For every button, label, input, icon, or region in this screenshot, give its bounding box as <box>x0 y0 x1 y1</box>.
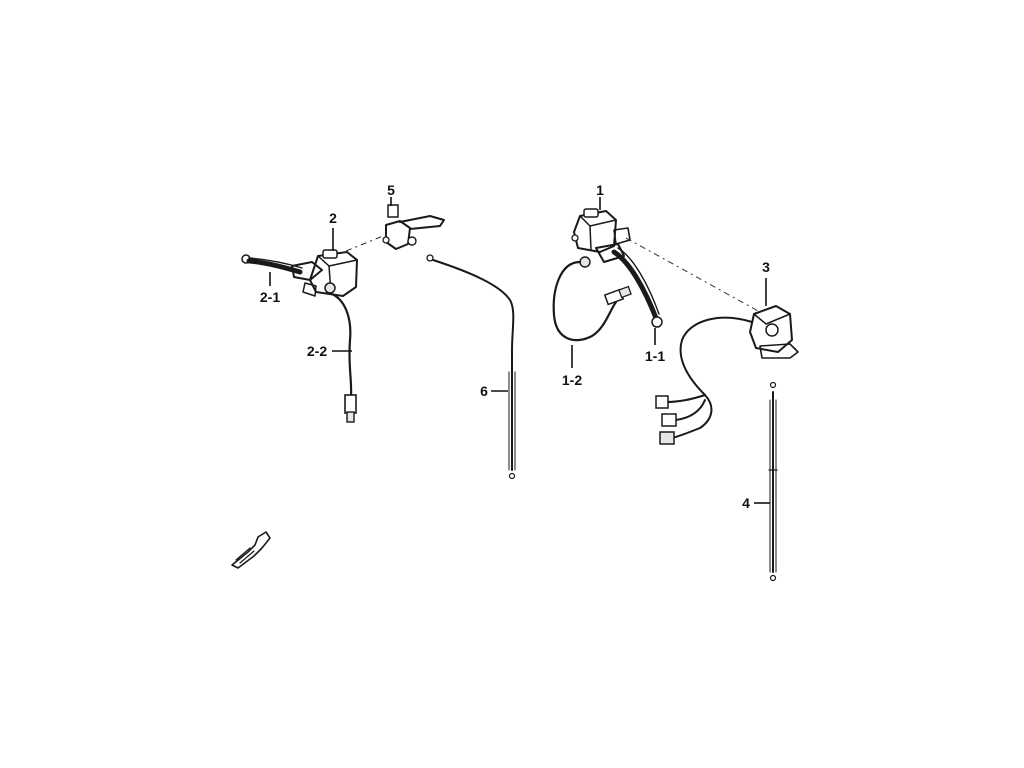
callout-2-1: 2-1 <box>260 289 280 305</box>
callout-2: 2 <box>329 210 337 226</box>
callout-1-1: 1-1 <box>645 348 665 364</box>
callout-3: 3 <box>762 259 770 275</box>
callout-2-2: 2-2 <box>307 343 327 359</box>
part-6-throttle-cable[interactable] <box>426 254 516 480</box>
part-2-1-lever[interactable] <box>241 254 323 281</box>
part-2-master-cylinder[interactable] <box>302 249 358 297</box>
callout-1: 1 <box>596 182 604 198</box>
front-arrow-icon <box>231 531 271 569</box>
right-brake-lever-assembly <box>552 208 799 582</box>
part-3-wire-harness[interactable] <box>655 316 753 445</box>
callout-4: 4 <box>742 495 750 511</box>
part-4-throttle-cable[interactable] <box>768 381 778 582</box>
callout-6: 6 <box>480 383 488 399</box>
callout-1-2: 1-2 <box>562 372 582 388</box>
left-brake-lever-assembly <box>241 204 516 480</box>
part-5-throttle-housing[interactable] <box>382 204 445 250</box>
part-3-handlebar-switch[interactable] <box>749 305 799 359</box>
callout-labels: 2 5 2-1 2-2 6 1 1-1 1-2 3 4 <box>260 182 770 511</box>
leader-lines <box>269 197 770 504</box>
part-1-1-lever[interactable] <box>595 243 663 328</box>
callout-5: 5 <box>387 182 395 198</box>
part-1-2-switch-wire[interactable] <box>552 260 632 342</box>
part-2-2-switch-wire[interactable] <box>330 292 357 423</box>
